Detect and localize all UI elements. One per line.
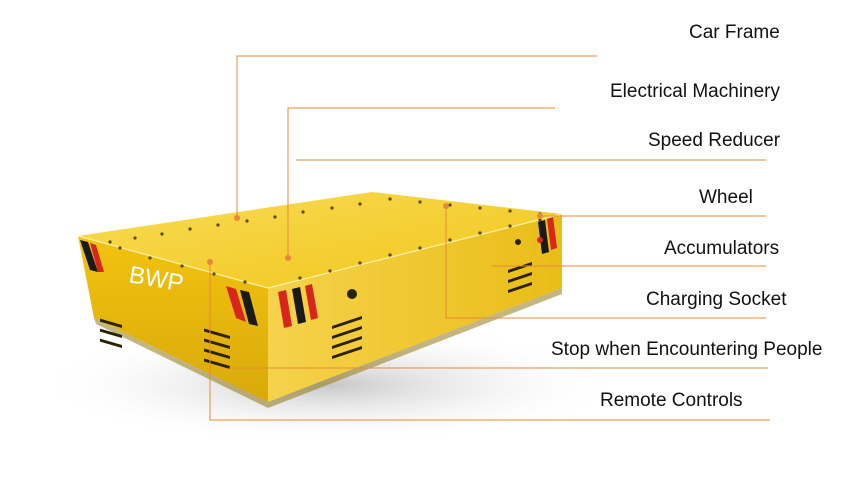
callout-speed-reducer: Speed Reducer — [648, 130, 781, 151]
hazard-stripes-right — [538, 217, 557, 254]
corner-indicator-light — [537, 237, 543, 243]
leader-dots — [207, 203, 543, 265]
cart-top-edge-highlight — [77, 213, 563, 289]
transfer-cart: BWP — [77, 192, 563, 408]
leader-car-frame — [236, 55, 597, 218]
callout-stop-when-encountering-people: Stop when Encountering People — [551, 339, 823, 360]
leader-lines — [209, 55, 770, 421]
callout-accumulators: Accumulators — [664, 238, 780, 259]
top-bolts — [108, 197, 542, 284]
leader-electrical-machinery — [287, 107, 555, 258]
leader-charging-socket — [445, 206, 766, 319]
callout-car-frame: Car Frame — [689, 22, 780, 43]
hazard-stripes-left — [80, 240, 104, 272]
cart-bottom-edge — [94, 288, 562, 408]
callout-remote-controls: Remote Controls — [600, 390, 743, 411]
side-vents — [332, 262, 532, 359]
charging-socket-part — [347, 289, 357, 299]
callout-wheel: Wheel — [699, 187, 753, 208]
cart-top-face — [78, 192, 562, 288]
cart-front-left-face — [78, 236, 268, 402]
hazard-stripes-center — [226, 284, 318, 328]
callout-charging-socket: Charging Socket — [646, 289, 787, 310]
callout-electrical-machinery: Electrical Machinery — [610, 81, 780, 102]
leader-remote-controls — [209, 262, 770, 421]
side-indicator-light — [515, 239, 521, 245]
